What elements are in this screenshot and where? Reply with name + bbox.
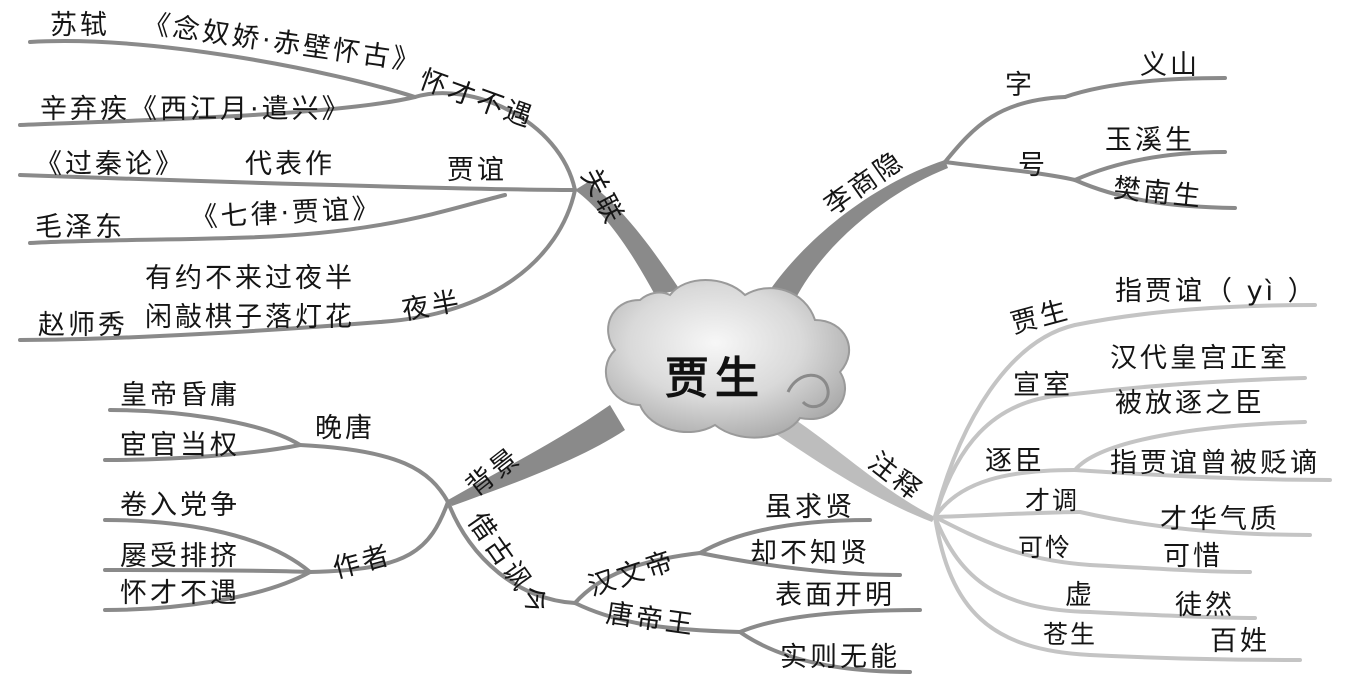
label-xuanshi-v: 汉代皇宫正室 [1110,345,1290,372]
label-z2: 屡受排挤 [120,543,240,570]
label-z1: 卷入党争 [120,492,240,519]
label-caidiao-v: 才华气质 [1160,506,1280,533]
label-cangsheng-v: 百姓 [1210,628,1270,655]
label-maozedong: 毛泽东 [35,214,125,241]
label-guoqinlun: 《过秦论》 [35,151,185,178]
label-kelian: 可怜 [1018,535,1072,560]
label-xinqiji: 辛弃疾《西江月·遣兴》 [40,96,352,123]
label-h2: 却不知贤 [750,540,870,567]
label-cangsheng: 苍生 [1043,622,1097,647]
label-zhuchen: 逐臣 [985,448,1045,475]
label-zi: 字 [1005,72,1035,99]
label-xu-v: 徒然 [1175,592,1235,619]
label-kelian-v: 可惜 [1163,543,1223,570]
label-zhuchen-v2: 指贾谊曾被贬谪 [1110,450,1320,477]
label-jiayi: 贾谊 [447,157,507,184]
label-xu: 虚 [1065,582,1095,609]
label-w2: 宦官当权 [120,432,240,459]
label-t1: 表面开明 [775,582,895,609]
guanlian-lines [20,41,575,340]
label-hao: 号 [1018,152,1048,179]
label-z3: 怀才不遇 [120,580,240,607]
label-sushi: 苏轼 [50,12,110,39]
label-poem1: 有约不来过夜半 [145,265,355,292]
label-w1: 皇帝昏庸 [120,382,240,409]
label-jiasheng-v: 指贾谊（ yì ） [1115,278,1318,305]
label-zhaoshixiu: 赵师秀 [38,312,128,339]
center-topic: 贾生 [665,342,765,406]
label-caidiao: 才调 [1025,488,1079,513]
label-daibiaozuo: 代表作 [245,151,335,178]
label-t2: 实则无能 [780,644,900,671]
label-zhuchen-v1: 被放逐之臣 [1115,390,1265,417]
label-yishan: 义山 [1140,52,1200,79]
label-yuxisheng: 玉溪生 [1105,127,1195,154]
label-poem2: 闲敲棋子落灯花 [145,304,355,331]
label-h1: 虽求贤 [765,494,855,521]
label-xuanshi: 宣室 [1013,372,1073,399]
label-wantang: 晚唐 [315,415,375,442]
